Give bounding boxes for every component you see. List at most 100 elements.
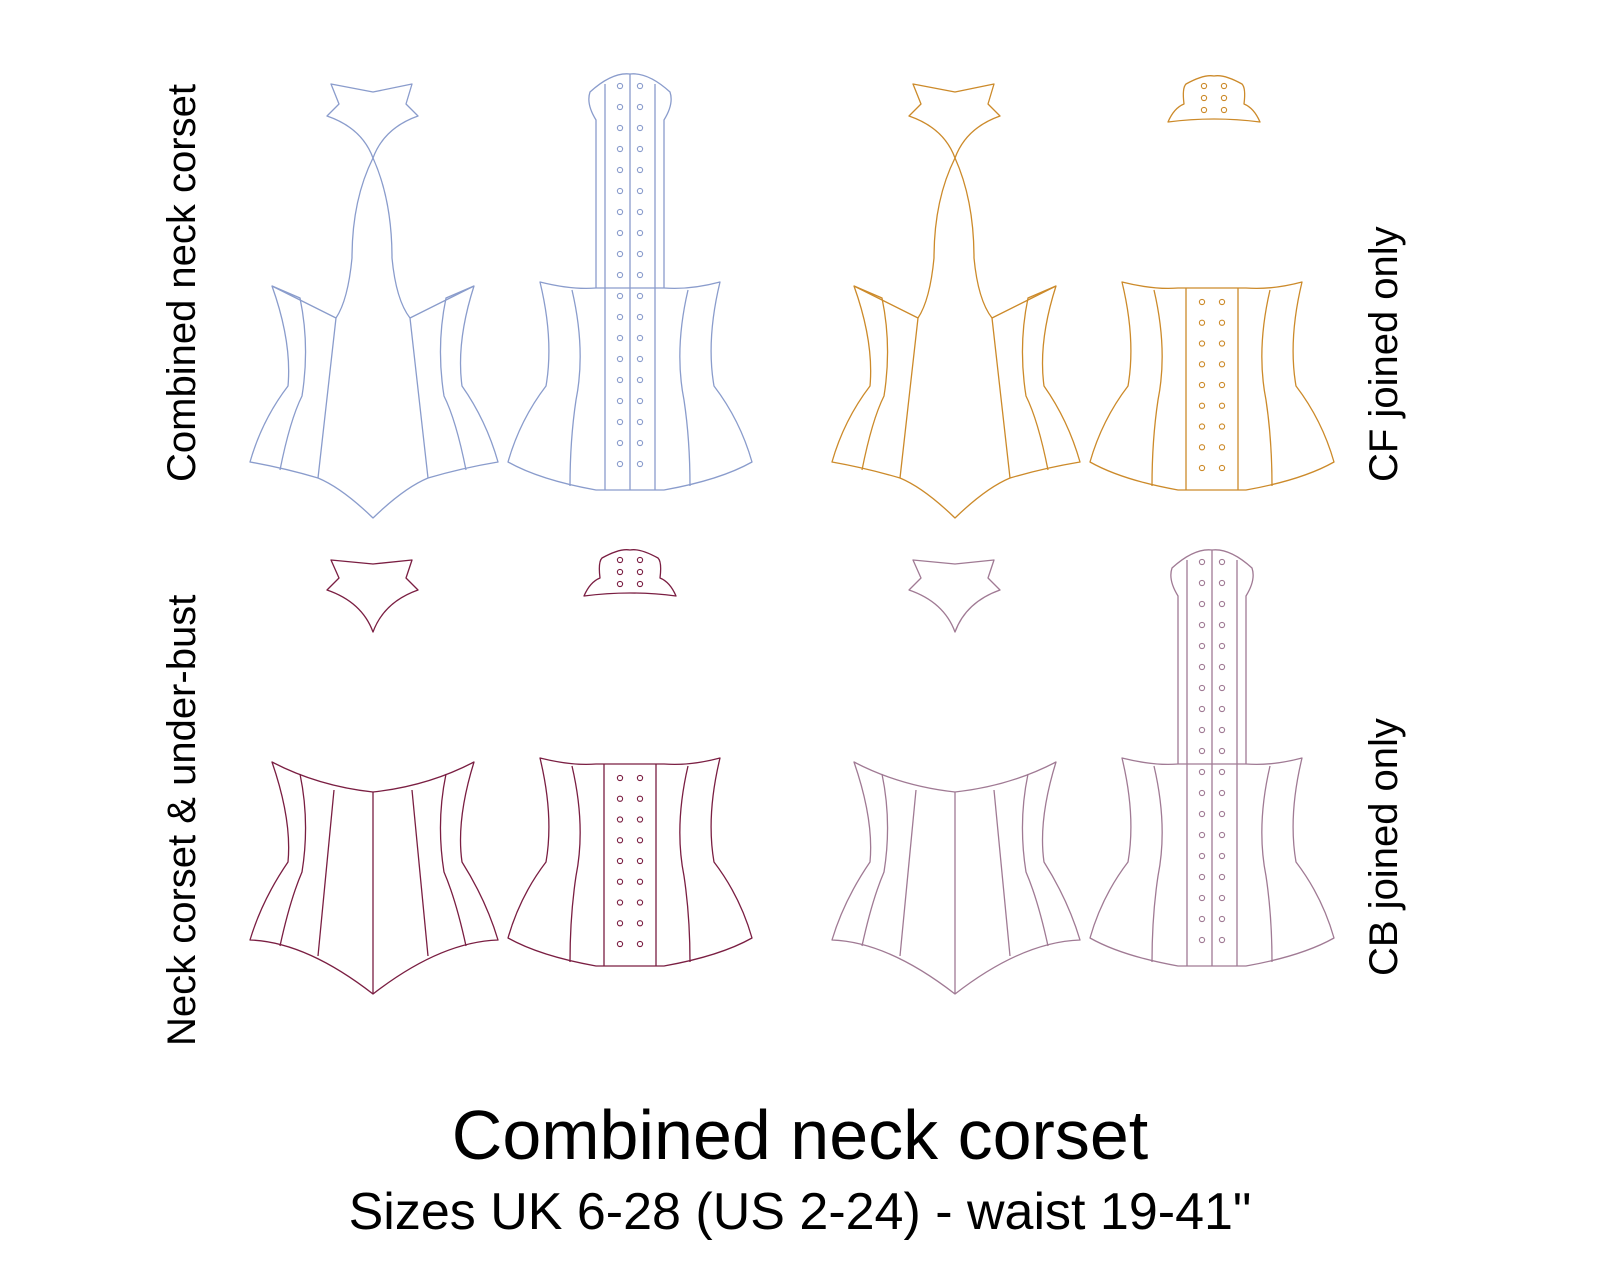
eyelet [636,103,644,111]
eyelet [616,580,624,588]
eyelet [636,439,644,447]
eyelet [636,397,644,405]
eyelet [636,878,644,885]
eyelet [1198,789,1206,797]
eyelet [1218,852,1226,860]
eyelet [1198,464,1206,472]
side-front-panel-left [831,285,919,479]
underbust-front-panel [249,761,499,995]
back-seam-left [569,289,581,487]
eyelet [636,208,644,216]
eyelet [636,82,644,90]
eyelet [616,166,624,174]
eyelet [1220,106,1228,114]
eyelet [616,920,624,927]
eyelet [616,795,624,802]
back-panel-outline [1089,281,1335,491]
eyelet [616,103,624,111]
eyelet [1198,298,1206,306]
eyelet [1198,915,1206,923]
back-panel-outline [507,757,753,967]
eyelet [1220,82,1228,90]
eyelet [636,145,644,153]
eyelet [616,439,624,447]
side-seam-right [439,285,475,471]
eyelet [1218,423,1226,430]
eyelet [1218,705,1226,713]
side-seam-right [1021,773,1049,947]
eyelet [616,250,624,258]
eyelet [1218,600,1226,608]
back-seam-right [1261,289,1273,487]
eyelet [1218,642,1226,650]
neck-front-piece [326,83,419,159]
front-seam-right [411,789,429,957]
side-seam-right [439,773,467,947]
side-front-panel-right [409,285,499,479]
eyelet [636,580,644,588]
eyelet [1198,936,1206,944]
eyelet [1198,852,1206,860]
eyelet [616,334,624,342]
eyelet [1198,768,1206,776]
eyelet [1218,444,1226,451]
eyelet [1200,82,1208,90]
eyelet [1198,894,1206,902]
eyelet [1198,402,1206,409]
eyelet [636,940,644,948]
eyelet [616,355,624,363]
eyelet [616,460,624,468]
side-seam-left [279,773,307,947]
eyelet [636,271,644,279]
eyelet [1218,873,1226,881]
eyelet [1198,726,1206,734]
eyelet [636,166,644,174]
back-seam-left [569,765,581,963]
side-seam-left [853,285,889,471]
eyelet [1218,915,1226,923]
eyelet [1218,464,1226,472]
eyelet [636,460,644,468]
eyelet [1200,94,1208,102]
neck-front-piece [908,83,1001,159]
neck-back-piece [1167,75,1261,123]
eyelet [616,208,624,216]
side-seam-right [1021,285,1057,471]
eyelet [1198,831,1206,839]
eyelet [616,124,624,132]
neck-front-piece [908,559,1001,633]
eyelet [1218,936,1226,944]
eyelet [616,397,624,405]
eyelet [1220,94,1228,102]
neck-back-piece [583,549,677,597]
neck-front-piece [326,559,419,633]
eyelet [1198,579,1206,587]
eyelet [636,556,644,564]
eyelet [1198,444,1206,451]
eyelet [1198,423,1206,430]
side-seam-left [861,773,889,947]
eyelet [1198,558,1206,566]
eyelet [1218,726,1226,734]
eyelet [1198,873,1206,881]
eyelet [636,920,644,927]
eyelet [636,568,644,576]
eyelet [1198,810,1206,818]
eyelet [1218,684,1226,692]
eyelet [1218,621,1226,629]
eyelet [616,899,624,906]
front-seam-right [993,789,1011,957]
eyelet [616,292,624,300]
eyelet [1218,663,1226,671]
back-seam-left [1151,289,1163,487]
eyelet [616,376,624,384]
eyelet [616,878,624,885]
eyelet [636,376,644,384]
back-seam-right [1261,765,1273,963]
eyelet [636,418,644,426]
eyelet [636,334,644,342]
label-cf-joined-only: CF joined only [1362,226,1406,482]
eyelet [1218,402,1226,409]
eyelet [1218,747,1226,755]
front-panel [899,157,1011,519]
